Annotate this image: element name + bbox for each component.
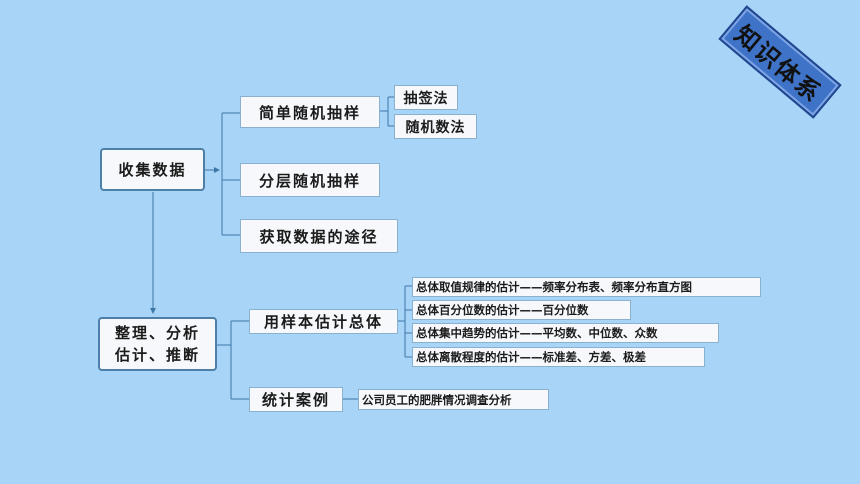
node-estimate-dispersion-label: 总体离散程度的估计——标准差、方差、极差	[416, 350, 646, 364]
node-random-number-method: 随机数法	[394, 114, 477, 139]
node-lottery-method: 抽签法	[394, 85, 458, 110]
node-sample-estimate-population: 用样本估计总体	[249, 309, 398, 334]
node-stratified-sampling-label: 分层随机抽样	[258, 171, 361, 190]
node-estimate-distribution-label: 总体取值规律的估计——频率分布表、频率分布直方图	[416, 280, 692, 294]
node-estimate-distribution: 总体取值规律的估计——频率分布表、频率分布直方图	[412, 277, 761, 297]
node-analyze-infer-line1: 整理、分析	[114, 324, 200, 342]
node-statistical-case-label: 统计案例	[261, 391, 330, 409]
node-estimate-central-tendency-label: 总体集中趋势的估计——平均数、中位数、众数	[416, 326, 658, 340]
node-estimate-central-tendency: 总体集中趋势的估计——平均数、中位数、众数	[412, 323, 719, 343]
node-estimate-percentile: 总体百分位数的估计——百分位数	[412, 300, 631, 320]
node-statistical-case: 统计案例	[249, 387, 343, 412]
node-collect-data: 收集数据	[100, 148, 205, 191]
node-lottery-method-label: 抽签法	[403, 90, 449, 107]
node-simple-random-sampling: 简单随机抽样	[240, 96, 380, 128]
node-estimate-percentile-label: 总体百分位数的估计——百分位数	[416, 303, 589, 317]
node-sample-estimate-population-label: 用样本估计总体	[263, 313, 383, 331]
node-random-number-method-label: 随机数法	[405, 119, 466, 136]
node-data-acquisition-ways-label: 获取数据的途径	[259, 227, 379, 246]
node-stratified-sampling: 分层随机抽样	[240, 163, 380, 197]
node-case-detail: 公司员工的肥胖情况调查分析	[358, 389, 549, 410]
node-collect-data-label: 收集数据	[118, 160, 187, 179]
node-simple-random-sampling-label: 简单随机抽样	[258, 103, 361, 122]
node-data-acquisition-ways: 获取数据的途径	[240, 219, 398, 253]
node-case-detail-label: 公司员工的肥胖情况调查分析	[362, 392, 512, 407]
node-analyze-infer: 整理、分析 估计、推断	[98, 317, 217, 371]
node-estimate-dispersion: 总体离散程度的估计——标准差、方差、极差	[412, 347, 705, 367]
node-analyze-infer-line2: 估计、推断	[114, 346, 200, 364]
